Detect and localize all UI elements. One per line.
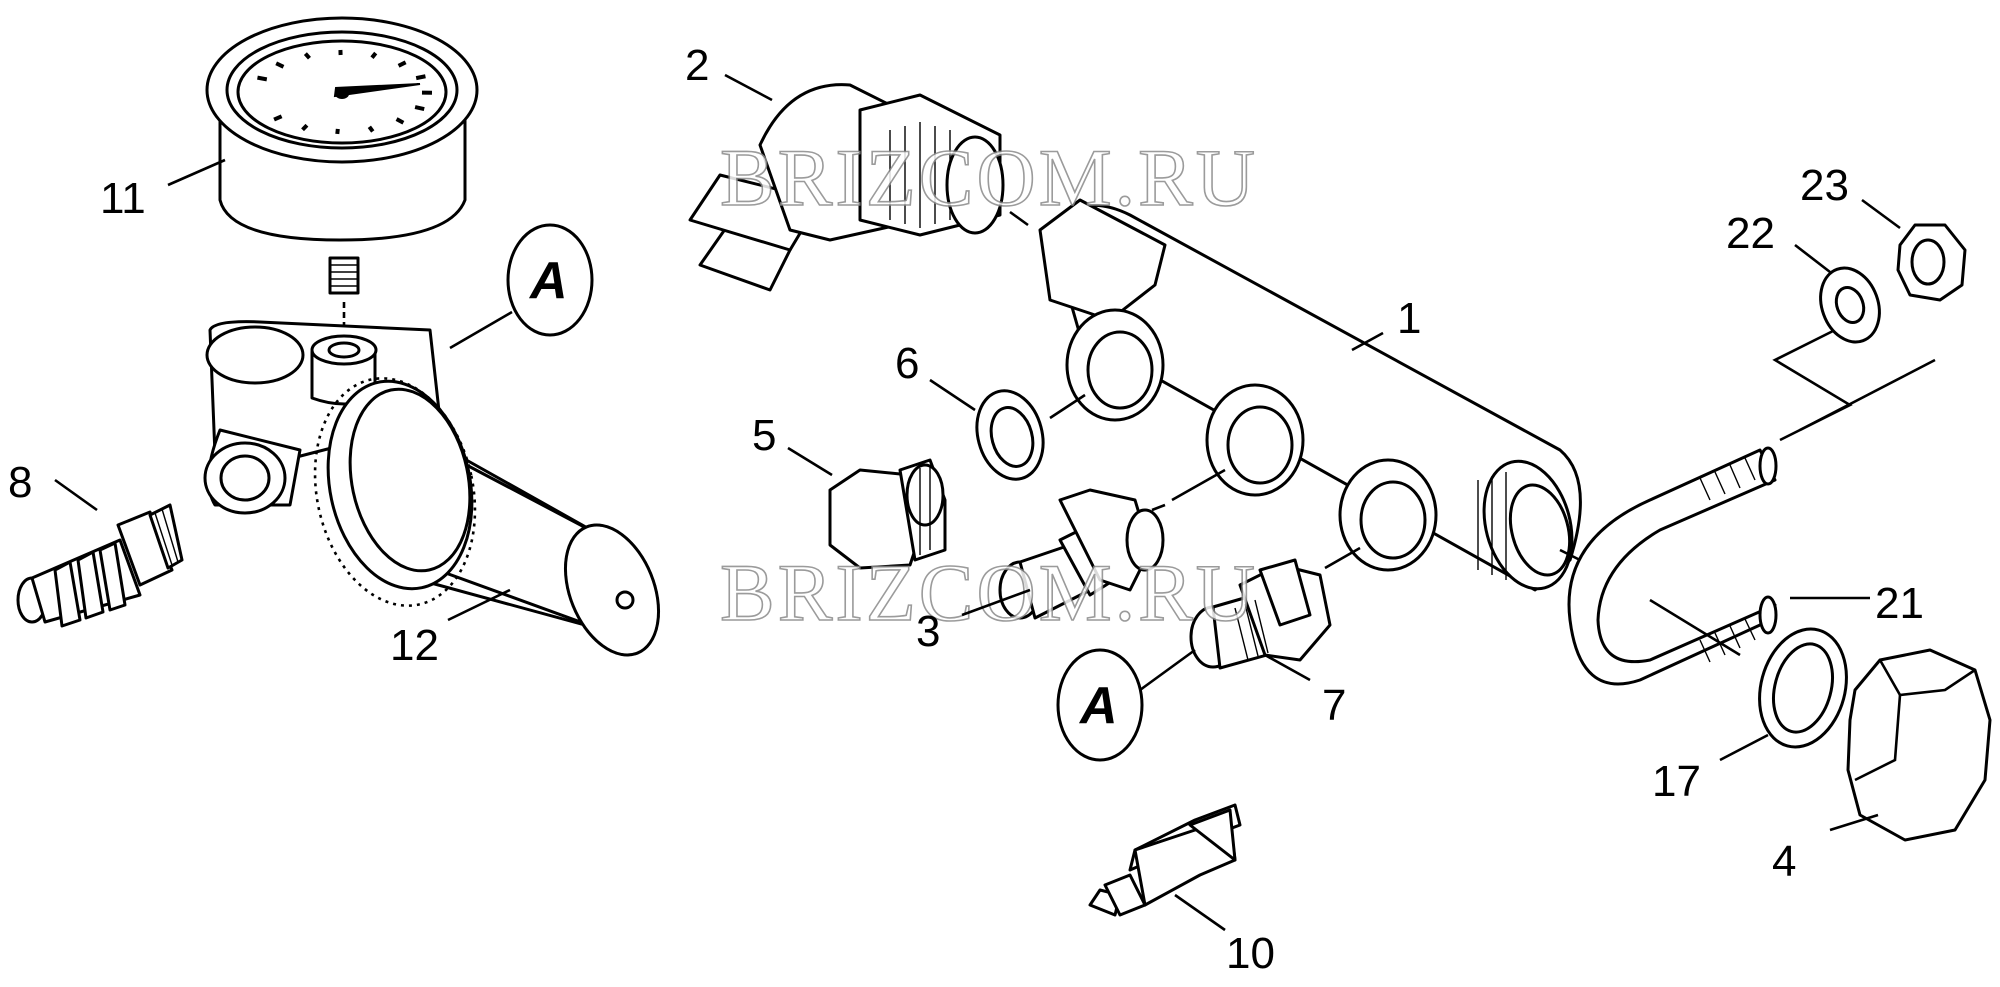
callout-marker-a-right: A — [1056, 648, 1144, 762]
u-bolt-part-21 — [1567, 446, 1778, 686]
cap-nut-part-4 — [1846, 648, 1992, 842]
label-part-2: 2 — [685, 41, 709, 90]
gauge-tick-mark — [415, 74, 426, 81]
label-part-23: 23 — [1800, 161, 1849, 210]
callout-a-left-text: A — [528, 252, 568, 310]
screw-plug-part-5 — [828, 458, 947, 570]
label-part-3: 3 — [916, 607, 940, 656]
watermark-bottom: BRIZCOM.RU — [720, 547, 1258, 638]
adapter-nipple-part-7 — [1189, 558, 1332, 670]
gauge-tick-mark — [370, 51, 378, 59]
gauge-tick-mark — [397, 60, 407, 68]
gauge-tick-mark — [303, 52, 311, 60]
label-part-4: 4 — [1772, 837, 1796, 886]
gauge-tick-mark — [275, 61, 285, 69]
regulator-valve-part-12 — [203, 320, 661, 657]
hose-connector-part-3 — [998, 488, 1165, 620]
gauge-tick-mark — [367, 125, 375, 133]
label-part-22: 22 — [1726, 209, 1775, 258]
gauge-tick-mark — [414, 105, 425, 112]
label-part-11: 11 — [100, 174, 146, 223]
label-part-17: 17 — [1652, 757, 1701, 806]
label-part-8: 8 — [8, 458, 32, 507]
gauge-tick-mark — [395, 117, 405, 125]
washer-part-17 — [1758, 627, 1848, 749]
watermark-top: BRIZCOM.RU — [720, 132, 1258, 223]
gauge-tick-mark — [273, 114, 283, 122]
manifold-body-part-1 — [1038, 198, 1582, 592]
label-part-6: 6 — [895, 339, 919, 388]
label-part-21: 21 — [1875, 579, 1924, 628]
hex-nut-part-23 — [1896, 223, 1967, 302]
gauge-tick-mark — [257, 75, 268, 82]
label-part-10: 10 — [1226, 929, 1275, 978]
label-part-7: 7 — [1322, 681, 1346, 730]
label-part-5: 5 — [752, 411, 776, 460]
gauge-tick-mark — [335, 128, 340, 135]
label-part-12: 12 — [390, 621, 439, 670]
elbow-fitting-part-2 — [688, 83, 1005, 292]
sealing-ring-part-6 — [975, 389, 1045, 481]
gauge-tick-mark — [301, 123, 309, 132]
callout-a-right-text: A — [1078, 677, 1118, 735]
washer-part-22 — [1819, 266, 1881, 344]
hose-barb-fitting-part-8 — [16, 503, 184, 628]
pressure-gauge-part-11 — [205, 16, 479, 295]
grease-tube-part-10 — [1088, 803, 1242, 917]
label-part-1: 1 — [1397, 294, 1421, 343]
callout-marker-a-left: A — [506, 223, 594, 337]
